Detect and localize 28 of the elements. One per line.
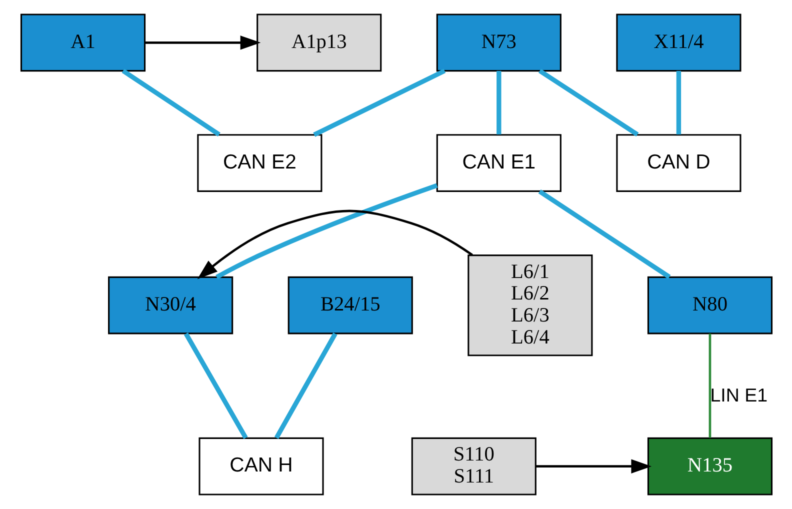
connector bbox=[312, 68, 446, 137]
arrow bbox=[535, 459, 652, 474]
node-box: N135 bbox=[646, 437, 772, 496]
node-box: CAN E1 bbox=[436, 134, 561, 192]
node-box: N80 bbox=[646, 276, 772, 334]
connector bbox=[676, 70, 681, 135]
connector bbox=[496, 70, 501, 135]
connector bbox=[708, 334, 711, 438]
node-box: A1 bbox=[20, 14, 146, 72]
connector bbox=[274, 332, 337, 440]
node-box: N30/4 bbox=[108, 276, 233, 334]
connector bbox=[538, 189, 670, 279]
connector bbox=[183, 332, 248, 440]
connector bbox=[538, 68, 638, 137]
node-box: CAN E2 bbox=[196, 134, 322, 192]
node-box: X11/4 bbox=[616, 14, 741, 72]
arrow bbox=[196, 210, 472, 280]
node-box: L6/1 L6/2 L6/3 L6/4 bbox=[467, 254, 592, 356]
connector bbox=[215, 183, 438, 280]
node-box: B24/15 bbox=[287, 276, 412, 334]
edge-label: LIN E1 bbox=[710, 384, 768, 406]
arrow bbox=[144, 36, 260, 50]
node-box: CAN H bbox=[198, 437, 324, 496]
node-box: S110 S111 bbox=[410, 437, 536, 496]
node-box: A1p13 bbox=[256, 14, 382, 72]
connector bbox=[121, 68, 220, 137]
node-box: CAN D bbox=[616, 134, 741, 192]
node-box: N73 bbox=[436, 14, 561, 72]
